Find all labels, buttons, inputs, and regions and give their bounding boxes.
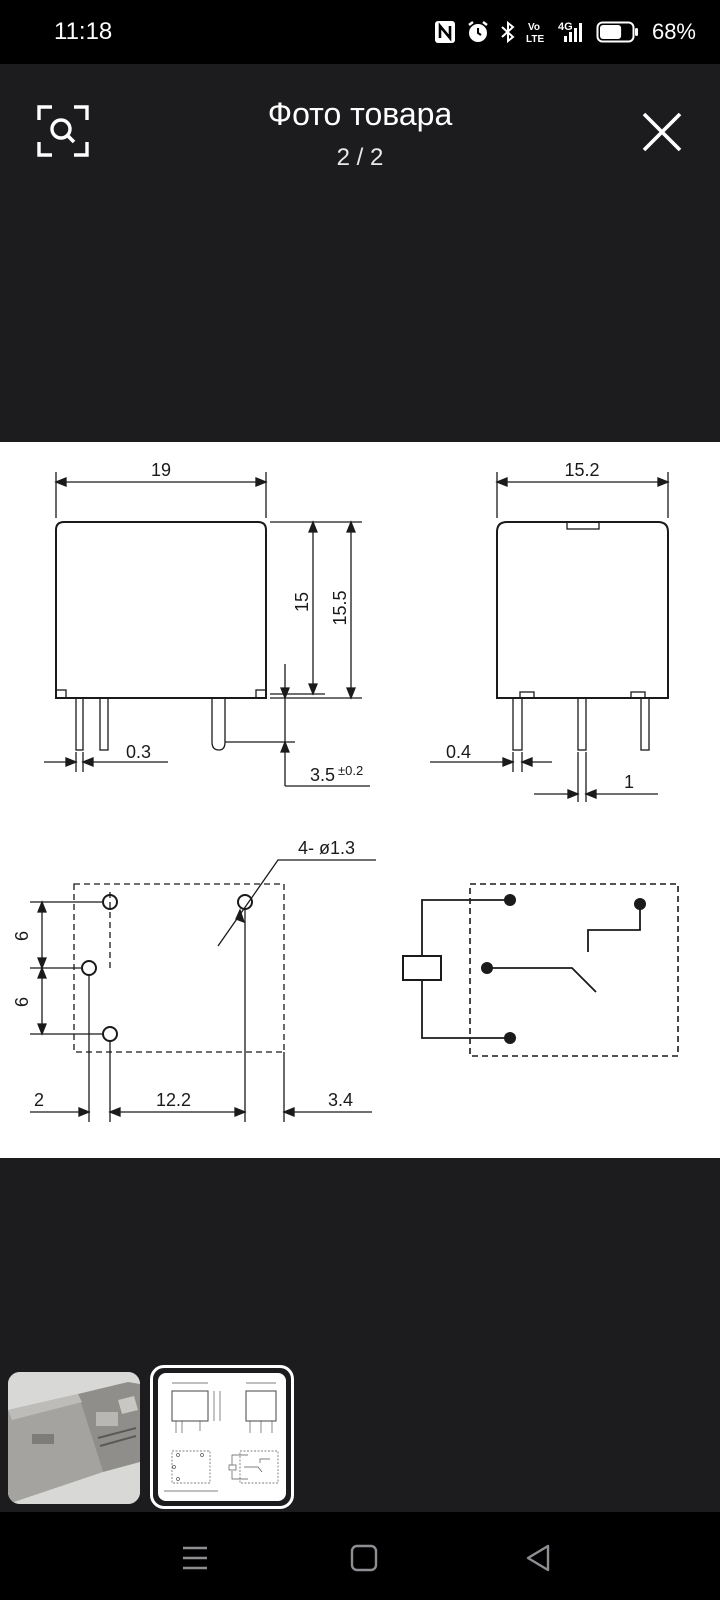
thumbnail-selected-frame — [150, 1365, 294, 1509]
dim-width-19: 19 — [151, 460, 171, 480]
status-icons: Vo LTE 4G 68% — [434, 16, 696, 48]
page-title: Фото товара — [267, 96, 453, 132]
dim-pin-1: 1 — [624, 772, 634, 792]
dim-pin-3-5: 3.5 — [310, 765, 335, 785]
dim-pitch-6b: 6 — [12, 997, 32, 1007]
thumbnail-strip — [0, 1364, 720, 1514]
dim-offset-3-4: 3.4 — [328, 1090, 353, 1110]
battery-percent: 68% — [651, 19, 696, 44]
image-search-icon[interactable] — [36, 104, 90, 158]
dim-holes: 4- ø1.3 — [298, 838, 355, 858]
svg-text:Vo: Vo — [528, 22, 540, 33]
product-photo[interactable]: 19 15 15.5 0.3 3.5 ±0.2 — [0, 442, 720, 1158]
dimension-drawing-thumbnail[interactable] — [158, 1373, 286, 1501]
bluetooth-icon — [501, 20, 515, 44]
volte-icon: Vo LTE — [526, 22, 544, 44]
relay-dimension-drawing: 19 15 15.5 0.3 3.5 ±0.2 — [12, 460, 679, 1122]
dim-offset-2: 2 — [34, 1090, 44, 1110]
dim-pitch-12-2: 12.2 — [156, 1090, 191, 1110]
signal-4g-icon: 4G — [558, 21, 582, 42]
svg-text:LTE: LTE — [526, 34, 544, 44]
battery-icon — [596, 21, 638, 43]
pcb-layout: 4- ø1.3 6 6 2 12.2 3.4 — [12, 838, 376, 1122]
dim-height-15: 15 — [292, 592, 312, 612]
dim-pin-0-3: 0.3 — [126, 742, 151, 762]
alarm-icon — [468, 21, 488, 42]
svg-text:4G: 4G — [558, 21, 573, 33]
side-view: 15.2 0.4 1 — [430, 460, 670, 802]
relay-photo-thumbnail[interactable] — [8, 1372, 140, 1504]
dim-width-15-2: 15.2 — [564, 460, 599, 480]
dim-pitch-6a: 6 — [12, 931, 32, 941]
viewer-header: Фото товара 2 / 2 — [0, 64, 720, 184]
photo-counter: 2 / 2 — [336, 144, 384, 171]
menu-icon[interactable] — [175, 1538, 215, 1578]
close-icon[interactable] — [640, 110, 684, 154]
dim-pin-0-4: 0.4 — [446, 742, 471, 762]
home-icon[interactable] — [344, 1538, 384, 1578]
system-nav-bar — [0, 1512, 720, 1600]
dim-height-15-5: 15.5 — [330, 590, 350, 625]
front-view: 19 15 15.5 0.3 3.5 ±0.2 — [44, 460, 370, 787]
status-time: 11:18 — [54, 18, 113, 45]
status-bar: 11:18 Vo LTE 4G 68% — [0, 0, 720, 64]
back-icon[interactable] — [518, 1538, 558, 1578]
dim-pin-3-5-tol: ±0.2 — [338, 763, 363, 778]
nfc-icon — [434, 21, 455, 43]
relay-schematic — [402, 883, 679, 1057]
